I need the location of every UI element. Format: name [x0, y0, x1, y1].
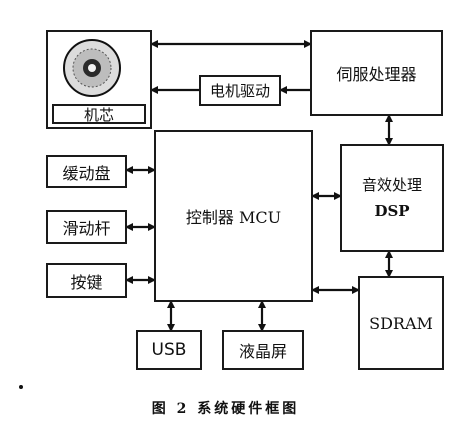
disc-icon — [63, 39, 121, 97]
motor-driver-label: 电机驱动 — [209, 82, 270, 100]
keys-block: 按键 — [46, 263, 127, 298]
dsp-label-line2: DSP — [374, 202, 410, 220]
motor-driver-block: 电机驱动 — [199, 75, 281, 106]
slider-label: 滑动杆 — [62, 219, 111, 238]
core-label: 机芯 — [83, 105, 114, 124]
buffer-disc-label: 缓动盘 — [62, 163, 111, 183]
dsp-label-line1: 音效处理 — [361, 176, 422, 194]
lcd-label: 液晶屏 — [238, 342, 287, 361]
sdram-label: SDRAM — [369, 313, 433, 333]
sdram-block: SDRAM — [358, 276, 444, 370]
figure-caption: 图 2 系统硬件框图 — [151, 401, 300, 417]
servo-processor-label: 伺服处理器 — [336, 65, 417, 84]
lcd-block: 液晶屏 — [222, 330, 304, 370]
dsp-block: 音效处理 DSP — [340, 144, 444, 252]
stray-dot — [19, 385, 23, 389]
buffer-disc-block: 缓动盘 — [46, 155, 127, 188]
mcu-label: 控制器 MCU — [185, 208, 282, 227]
keys-label: 按键 — [70, 272, 103, 292]
usb-label: USB — [151, 340, 187, 360]
core-label-box: 机芯 — [52, 104, 146, 124]
servo-processor-block: 伺服处理器 — [310, 30, 443, 116]
mcu-block: 控制器 MCU — [154, 130, 313, 302]
slider-block: 滑动杆 — [46, 210, 127, 244]
core-block: 机芯 — [46, 30, 152, 129]
usb-block: USB — [136, 330, 202, 370]
